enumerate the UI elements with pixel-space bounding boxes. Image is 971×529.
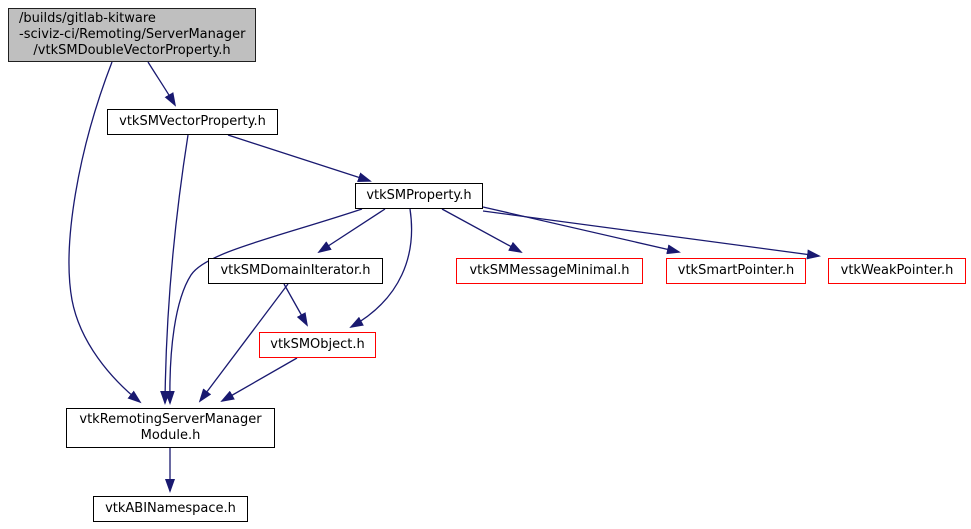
edge-vtkSMDoubleVectorProperty-to-vtkSMVectorProperty: [147, 61, 177, 107]
graph-node-vtkSMMessageMinimal[interactable]: vtkSMMessageMinimal.h: [456, 258, 643, 284]
node-label: vtkSMVectorProperty.h: [119, 114, 266, 129]
graph-node-vtkABINamespace[interactable]: vtkABINamespace.h: [93, 496, 248, 522]
node-label: vtkSMDomainIterator.h: [220, 263, 371, 278]
node-label: vtkABINamespace.h: [105, 501, 236, 516]
graph-node-vtkSMDomainIterator[interactable]: vtkSMDomainIterator.h: [208, 258, 383, 284]
edge-vtkSMProperty-to-vtkSmartPointer: [482, 206, 681, 255]
graph-node-vtkSMObject[interactable]: vtkSMObject.h: [259, 332, 376, 358]
edge-vtkSMProperty-to-vtkRemotingServerManagerModule: [164, 208, 363, 405]
edge-vtkSMProperty-to-vtkWeakPointer: [482, 210, 821, 260]
edge-vtkSMVectorProperty-to-vtkSMProperty: [227, 134, 372, 182]
edge-vtkSMDomainIterator-to-vtkSMObject: [283, 283, 308, 327]
node-label-line: /builds/gitlab-kitware: [19, 11, 156, 26]
edge-vtkSMProperty-to-vtkSMMessageMinimal: [441, 208, 523, 253]
node-label-line: vtkRemotingServerManager: [79, 412, 262, 427]
edge-vtkSMDoubleVectorProperty-to-vtkRemotingServerManagerModule: [68, 61, 142, 404]
node-label: vtkSMObject.h: [270, 337, 365, 352]
node-label: vtkSMProperty.h: [366, 188, 472, 203]
graph-node-vtkWeakPointer[interactable]: vtkWeakPointer.h: [828, 258, 966, 284]
node-label: vtkWeakPointer.h: [840, 263, 954, 278]
node-label: vtkSMMessageMinimal.h: [469, 263, 630, 278]
edge-vtkSMProperty-to-vtkSMDomainIterator: [317, 208, 386, 254]
node-label-line: -sciviz-ci/Remoting/ServerManager: [19, 27, 246, 42]
edge-vtkSMProperty-to-vtkSMObject: [349, 208, 413, 328]
node-label: vtkSmartPointer.h: [677, 263, 795, 278]
graph-node-vtkSMVectorProperty[interactable]: vtkSMVectorProperty.h: [107, 109, 278, 135]
graph-node-vtkSmartPointer[interactable]: vtkSmartPointer.h: [666, 258, 806, 284]
graph-node-vtkSMDoubleVectorProperty: /builds/gitlab-kitware-sciviz-ci/Remotin…: [8, 8, 256, 62]
edge-vtkSMVectorProperty-to-vtkRemotingServerManagerModule: [160, 134, 189, 405]
node-label-line: Module.h: [140, 428, 201, 443]
node-label-line: /vtkSMDoubleVectorProperty.h: [33, 43, 231, 58]
edge-vtkSMDomainIterator-to-vtkRemotingServerManagerModule: [198, 283, 289, 403]
edge-vtkSMObject-to-vtkRemotingServerManagerModule: [220, 357, 298, 402]
graph-node-vtkSMProperty[interactable]: vtkSMProperty.h: [355, 183, 483, 209]
